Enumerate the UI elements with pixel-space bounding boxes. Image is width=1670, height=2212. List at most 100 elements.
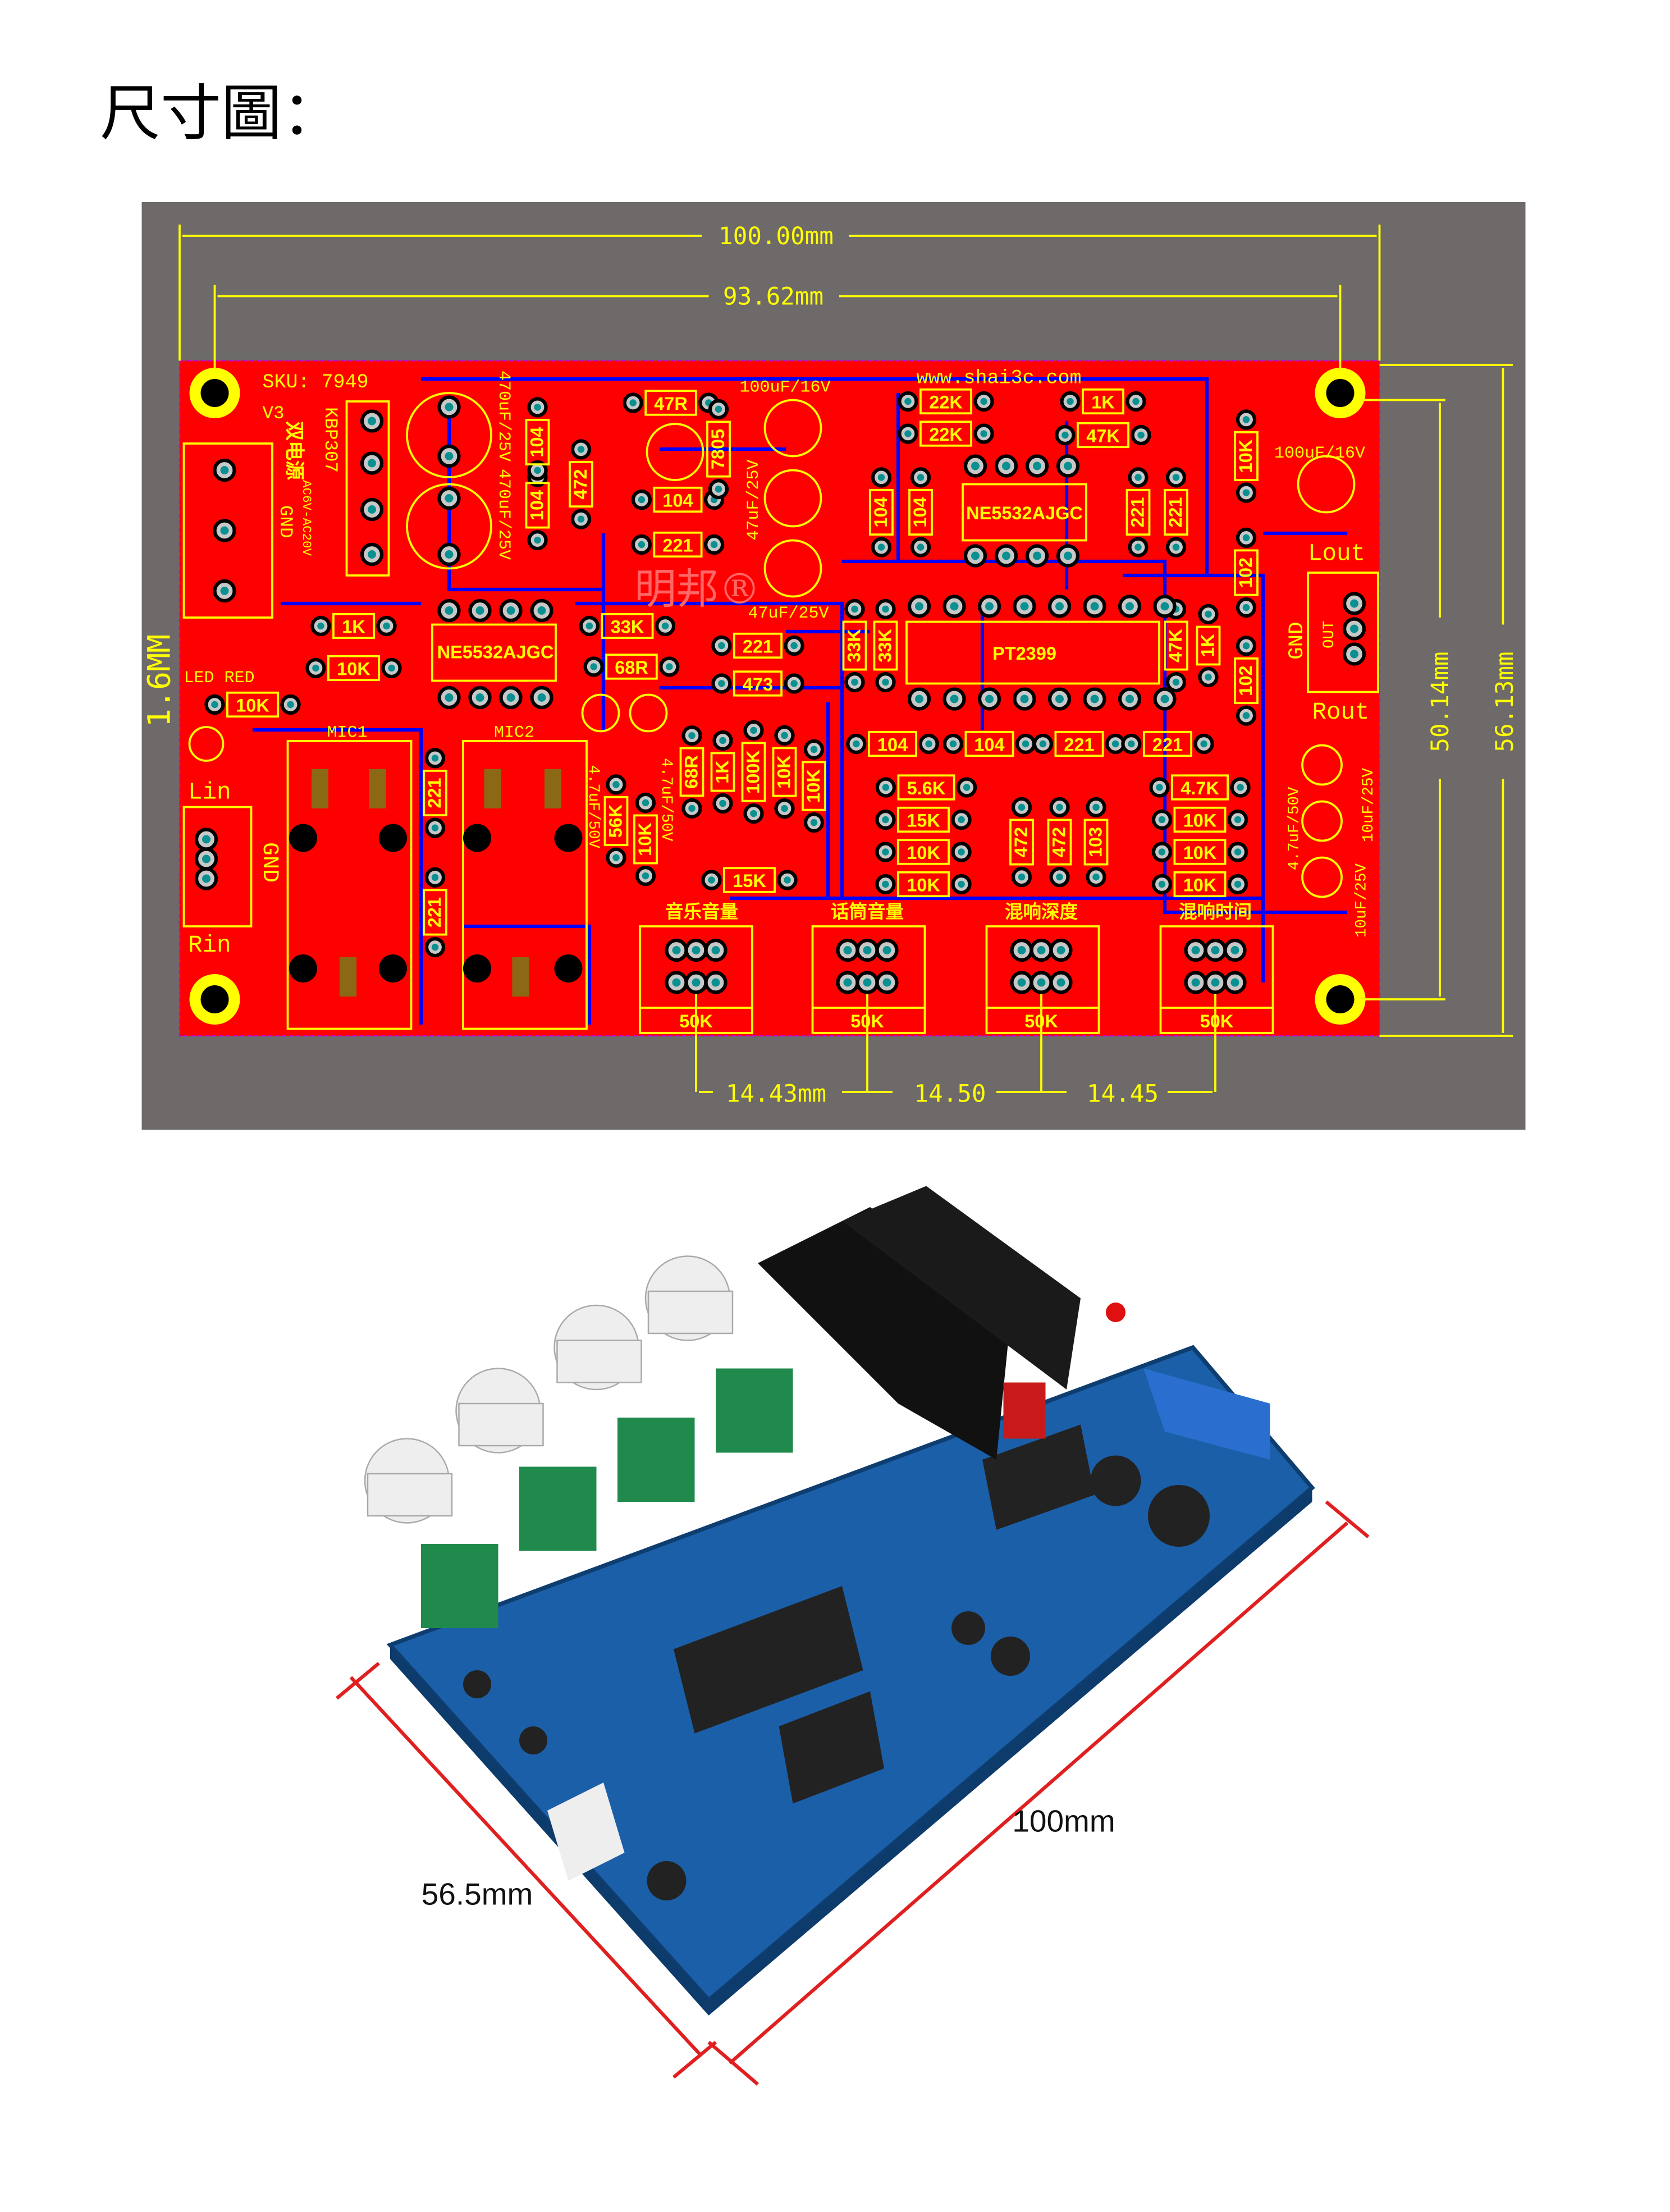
component-outline — [710, 752, 735, 792]
component-outline — [868, 730, 917, 757]
component-label: 10K — [1183, 811, 1217, 831]
component-label: 5.6K — [907, 778, 946, 798]
cap-100-label-2: 100uF/16V — [1274, 444, 1365, 463]
component-label: 56K — [606, 804, 626, 838]
dim-thickness: 1.6MM — [141, 634, 177, 728]
mic2-label: MIC2 — [494, 724, 534, 743]
component-outline — [1125, 489, 1151, 536]
product-photo: 100mm 56.5mm — [335, 1186, 1370, 2086]
component-outline — [1082, 388, 1124, 415]
rout-label: Rout — [1312, 699, 1370, 726]
component-label: 10K — [907, 843, 940, 863]
component-label: 10K — [803, 769, 823, 803]
component-outlines — [182, 392, 1379, 1030]
component-label: 1K — [712, 760, 733, 784]
component-label: 10K — [1183, 843, 1217, 863]
component-outline — [525, 482, 550, 529]
component-label: 10K — [774, 755, 794, 789]
dimension-lines — [179, 225, 1513, 1093]
component-label: 102 — [1236, 557, 1256, 588]
component-label: 10K — [907, 875, 940, 895]
component-outline — [772, 747, 797, 797]
rin-label: Rin — [188, 932, 231, 959]
component-outline — [897, 806, 950, 833]
component-outline — [423, 889, 447, 936]
dim-height-holes: 50.14mm — [1427, 651, 1454, 752]
component-outline — [869, 489, 894, 536]
photo-length-label: 100mm — [1012, 1804, 1115, 1839]
component-outline — [1009, 819, 1034, 866]
component-outline — [919, 388, 972, 415]
component-label: 221 — [743, 637, 773, 657]
component-label: 221 — [424, 897, 445, 927]
led-label: LED RED — [184, 669, 255, 688]
component-outline — [802, 761, 826, 811]
component-label: 221 — [424, 778, 445, 808]
component-label: 221 — [1128, 497, 1148, 527]
cap-470-label-1: 470uF/25V — [494, 371, 513, 461]
ac-range-label: AC6V-AC20V — [299, 480, 314, 556]
component-outline — [964, 730, 1014, 757]
component-outline — [1083, 819, 1109, 866]
component-label: 10K — [1183, 875, 1217, 895]
photo-components — [364, 1186, 1270, 1900]
mounting-holes — [189, 368, 1366, 1025]
component-outline — [873, 620, 898, 671]
gnd-label-out: GND — [1285, 621, 1309, 660]
component-label: 221 — [662, 536, 693, 556]
component-outline — [601, 613, 654, 639]
component-outline — [569, 461, 593, 508]
lin-label: Lin — [188, 779, 231, 806]
mic1-label: MIC1 — [327, 724, 368, 743]
component-outline — [603, 796, 629, 846]
component-outline — [1196, 625, 1221, 666]
component-outline — [226, 691, 279, 718]
component-label: 102 — [1236, 665, 1256, 696]
out-label: OUT — [1321, 620, 1338, 648]
component-label: 1K — [342, 617, 365, 637]
component-outline — [525, 419, 550, 465]
silkscreen-labels: SKU: 7949 V3 双电源 KBP307 AC6V-AC20V GND 4… — [184, 367, 1378, 959]
component-outline — [919, 421, 972, 447]
photo-dimension-lines — [335, 1500, 1370, 2086]
component-label: NE5532AJGC — [437, 642, 554, 662]
component-outline — [332, 613, 375, 639]
component-label: 47K — [1165, 629, 1186, 662]
board-outline — [179, 360, 1380, 1037]
component-label: 221 — [1152, 735, 1183, 755]
gnd-label-power: GND — [275, 505, 296, 538]
sku-label: SKU: 7949 — [263, 371, 369, 394]
cap-47-label-1: 47uF/25V — [744, 459, 763, 540]
component-outline — [423, 770, 447, 816]
component-label: 10K — [1236, 439, 1256, 473]
cap-4u7-label-2: 4.7uF/50V — [657, 758, 675, 842]
component-label: 104 — [974, 735, 1004, 755]
dim-pot-spacing-1: 14.43mm — [726, 1081, 826, 1108]
component-outline — [1143, 730, 1192, 757]
component-outline — [1173, 871, 1227, 898]
solder-pads — [194, 391, 1366, 994]
component-label: 104 — [877, 735, 908, 755]
cap-47-label-2: 47uF/25V — [748, 604, 829, 623]
component-outline — [653, 486, 703, 513]
copper-traces — [253, 377, 1347, 1025]
component-label: 104 — [527, 427, 547, 457]
component-outline — [1047, 819, 1072, 866]
component-outline — [653, 531, 703, 558]
component-label: 10K — [635, 822, 655, 856]
bridge-label: KBP307 — [320, 407, 341, 473]
component-label: 15K — [733, 871, 766, 891]
component-outline — [1054, 730, 1104, 757]
pot-label: 混响深度 — [1005, 902, 1078, 922]
component-outline — [897, 839, 950, 865]
component-outline — [842, 620, 867, 671]
component-label: 68R — [615, 657, 648, 678]
component-outline — [706, 421, 731, 478]
dim-width-holes: 93.62mm — [723, 284, 823, 311]
component-label: 473 — [743, 674, 773, 694]
photo-width-label: 56.5mm — [422, 1877, 533, 1912]
dual-power-label: 双电源 — [282, 421, 305, 480]
